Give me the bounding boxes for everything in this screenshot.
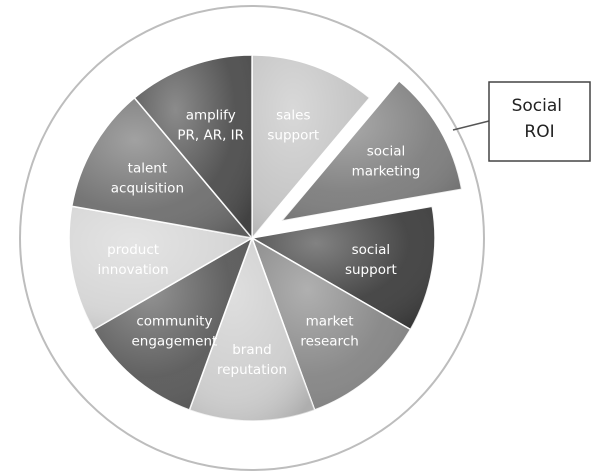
slice-label-line: sales (276, 108, 310, 124)
slice-label-line: research (300, 334, 358, 350)
slice-label-talent-acquisition: talent acquisition (111, 161, 184, 197)
slice-shine-product-innovation (69, 206, 253, 330)
slice-shine-market-research (252, 238, 411, 410)
slice-label-product-innovation: product innovation (97, 242, 168, 278)
callout-box (488, 81, 591, 162)
slice-label-line: innovation (97, 262, 168, 278)
slice-label-line: marketing (352, 164, 421, 180)
slice-shine-brand-reputation (189, 238, 315, 421)
slice-label-social-marketing: social marketing (352, 144, 421, 180)
slice-label-line: amplify (186, 108, 236, 124)
slice-shine-social-support (252, 206, 435, 330)
callout-label: Social ROI (512, 96, 568, 142)
pie-slice-labels: sales support social marketing social support… (97, 108, 420, 378)
callout-line-1: Social (512, 96, 562, 116)
slice-shine-talent-acquisition (71, 97, 252, 238)
slice-label-line: social (352, 242, 391, 258)
slice-label-brand-reputation: brand reputation (217, 342, 287, 378)
slice-shine-sales-support (252, 55, 370, 238)
slice-label-social-support: social support (345, 242, 397, 278)
slice-label-line: market (306, 314, 354, 330)
slice-label-line: support (267, 128, 319, 144)
callout-line-2: ROI (524, 122, 554, 142)
slice-label-line: support (345, 262, 397, 278)
social-roi-callout: Social ROI (452, 81, 591, 162)
slice-label-community-engagement: community engagement (131, 314, 217, 350)
slice-label-line: product (107, 242, 159, 258)
slice-label-line: PR, AR, IR (177, 128, 244, 144)
slice-shine-social-marketing (281, 80, 462, 221)
slice-label-line: acquisition (111, 181, 184, 197)
callout-connector (452, 120, 490, 131)
slice-label-line: social (367, 144, 406, 160)
slice-label-line: brand (232, 342, 272, 358)
slice-label-sales-support: sales support (267, 108, 319, 144)
slice-label-line: talent (128, 161, 167, 177)
slice-label-line: engagement (131, 334, 217, 350)
slice-label-line: community (136, 314, 212, 330)
slice-shine-amplify-pr-ar-ir (134, 55, 252, 238)
slice-label-market-research: market research (300, 314, 358, 350)
slice-label-line: reputation (217, 362, 287, 378)
pie-slices (68, 54, 463, 422)
slice-shine-community-engagement (93, 238, 253, 410)
